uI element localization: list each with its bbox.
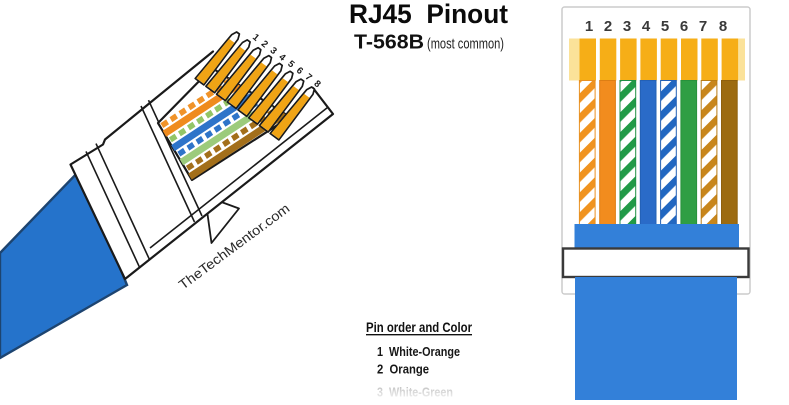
svg-text:2: 2 (604, 18, 612, 35)
svg-text:1 White-Orange: 1 White-Orange (377, 344, 460, 359)
svg-text:8: 8 (719, 18, 727, 35)
svg-text:2 Orange: 2 Orange (377, 362, 429, 377)
svg-text:8: 8 (312, 78, 323, 90)
svg-text:Pin order and Color: Pin order and Color (366, 320, 473, 335)
svg-text:5: 5 (285, 58, 297, 70)
svg-text:4: 4 (642, 18, 651, 35)
svg-text:RJ45 Pinout: RJ45 Pinout (349, 0, 508, 29)
svg-text:6: 6 (294, 65, 305, 77)
svg-text:2: 2 (259, 38, 270, 50)
svg-text:(most common): (most common) (427, 37, 504, 53)
svg-text:3 White-Green: 3 White-Green (377, 385, 453, 400)
svg-text:4: 4 (276, 52, 288, 64)
svg-text:3: 3 (623, 18, 631, 35)
svg-text:3: 3 (268, 45, 279, 57)
svg-text:7: 7 (699, 18, 707, 35)
svg-text:7: 7 (303, 72, 314, 84)
svg-text:T-568B: T-568B (354, 32, 424, 54)
svg-text:5: 5 (661, 18, 669, 35)
svg-text:6: 6 (680, 18, 688, 35)
svg-text:1: 1 (585, 18, 593, 35)
svg-text:1: 1 (250, 32, 262, 44)
